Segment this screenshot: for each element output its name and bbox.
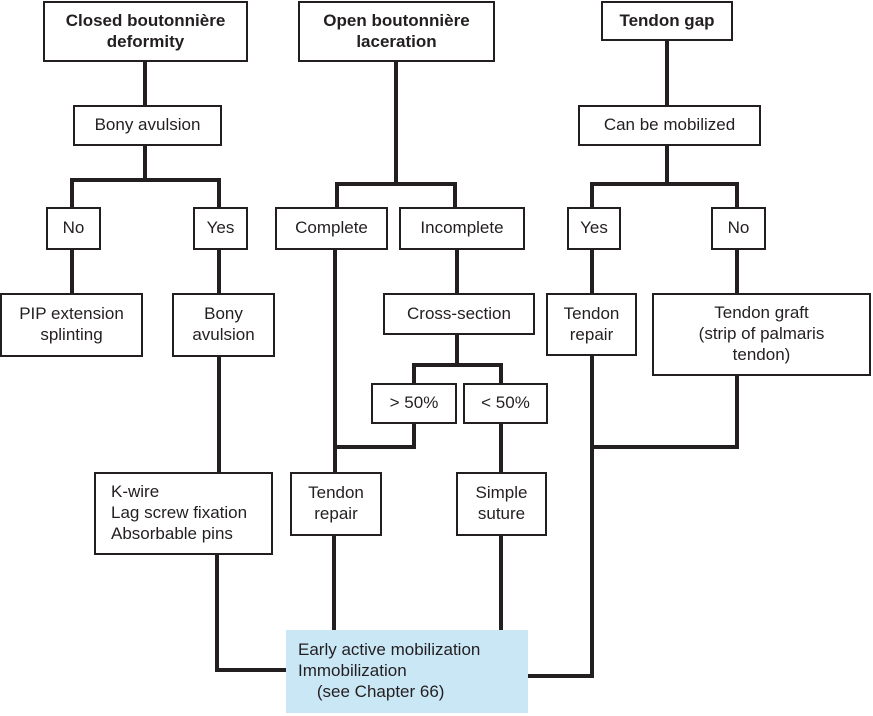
node-can-be-mobilized: Can be mobilized	[578, 105, 761, 146]
node-open-boutonniere-laceration: Open boutonnière laceration	[298, 1, 495, 62]
node-gt-50-percent: > 50%	[371, 383, 457, 424]
edge-yes-1-to-bony-avulsion-result	[217, 250, 221, 293]
edge-yes-2-to-tendon-repair-gap	[590, 250, 594, 293]
node-closed-boutonniere-deformity: Closed boutonnière deformity	[43, 1, 248, 62]
edge-no-1-to-pip-splinting	[70, 250, 74, 293]
edge-mobilized-stem	[665, 146, 669, 182]
edge-branch-to-lt50	[499, 363, 503, 383]
node-no-2: No	[711, 207, 766, 250]
node-simple-suture: Simple suture	[456, 472, 547, 536]
edge-right-to-outcome	[528, 674, 592, 678]
edge-gt50-down	[412, 423, 416, 449]
edge-mobilized-branch-bar	[590, 182, 739, 186]
node-no-1: No	[46, 207, 101, 250]
edge-tendon-graft-join	[590, 445, 739, 449]
edge-tendon-repair-gap-down	[590, 356, 594, 678]
node-bony-avulsion-question: Bony avulsion	[73, 105, 222, 146]
node-tendon-graft: Tendon graft (strip of palmaris tendon)	[652, 293, 871, 376]
edge-kwire-down	[215, 555, 219, 672]
edge-cross-section-branch-bar	[412, 363, 503, 367]
edge-branch-to-yes-1	[217, 178, 221, 207]
edge-simple-suture-to-outcome	[499, 536, 503, 630]
node-lt-50-percent: < 50%	[463, 383, 548, 424]
edge-branch-to-incomplete	[453, 182, 457, 207]
edge-lt50-to-simple-suture	[499, 423, 503, 472]
node-yes-1: Yes	[193, 207, 248, 250]
edge-closed-deformity-to-bony-avulsion	[143, 62, 147, 105]
edge-branch-to-no-2	[735, 182, 739, 207]
node-yes-2: Yes	[567, 207, 621, 250]
node-bony-avulsion-result: Bony avulsion	[172, 293, 275, 357]
edge-branch-to-no-1	[70, 178, 74, 207]
node-kwire-fixation: K-wire Lag screw fixation Absorbable pin…	[94, 472, 273, 555]
edge-bony-avulsion-branch-bar	[70, 178, 221, 182]
edge-bony-avulsion-result-to-kwire	[217, 357, 221, 472]
edge-complete-to-tendon-repair	[333, 250, 337, 472]
node-tendon-gap: Tendon gap	[601, 1, 733, 41]
edge-gt50-join-complete	[333, 445, 416, 449]
edge-tendon-graft-down	[735, 376, 739, 447]
node-tendon-repair-gap: Tendon repair	[546, 293, 637, 356]
edge-tendon-repair-to-outcome	[332, 536, 336, 630]
edge-tendon-gap-to-mobilized	[665, 41, 669, 105]
node-cross-section: Cross-section	[383, 293, 535, 335]
edge-bony-avulsion-stem	[143, 146, 147, 182]
edge-incomplete-to-cross-section	[455, 250, 459, 293]
edge-cross-section-stem	[455, 335, 459, 366]
node-outcome-mobilization: Early active mobilization Immobilization…	[286, 630, 528, 713]
node-complete: Complete	[275, 207, 388, 250]
edge-branch-to-complete	[335, 182, 339, 207]
edge-branch-to-yes-2	[590, 182, 594, 207]
node-tendon-repair-complete: Tendon repair	[290, 472, 382, 536]
node-pip-extension-splinting: PIP extension splinting	[0, 293, 143, 357]
edge-branch-to-gt50	[412, 363, 416, 383]
edge-laceration-branch-bar	[335, 182, 457, 186]
edge-open-laceration-stem	[394, 62, 398, 182]
edge-kwire-to-outcome	[215, 668, 286, 672]
edge-no-2-to-tendon-graft	[735, 250, 739, 293]
node-incomplete: Incomplete	[399, 207, 525, 250]
